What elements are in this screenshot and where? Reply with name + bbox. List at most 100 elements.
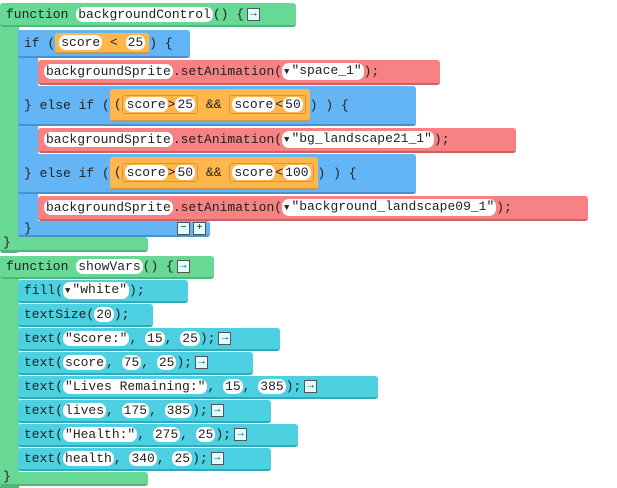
arrow-icon[interactable]: → (176, 260, 190, 273)
number-slot[interactable]: 100 (283, 164, 311, 180)
operator: < (275, 164, 284, 180)
argument-slot[interactable]: 385 (258, 379, 286, 394)
signature: () { (212, 6, 245, 22)
argument-slot[interactable]: 15 (223, 379, 243, 394)
remove-else-button[interactable]: − (177, 221, 190, 235)
argument-slot[interactable]: 25 (156, 355, 177, 370)
function-call: text( (24, 379, 64, 394)
argument-slot[interactable]: "Lives Remaining:" (63, 379, 208, 394)
comparison[interactable]: score < 100 (229, 162, 314, 182)
var-slot[interactable]: score (124, 96, 168, 112)
function-body-strip (0, 3, 19, 253)
animation-dropdown[interactable]: ▼"background_landscape09_1" (282, 199, 497, 216)
dropdown-icon[interactable]: ▼ (284, 67, 290, 77)
argument-slot[interactable]: "Score:" (63, 331, 130, 346)
brace: } (3, 235, 11, 250)
argument-slot[interactable]: ▼"white" (63, 282, 130, 299)
set-animation-block[interactable]: backgroundSprite.setAnimation(▼"backgrou… (38, 196, 588, 221)
argument-slot[interactable]: 385 (164, 403, 193, 418)
if-header[interactable]: if (score < 25) { (18, 30, 190, 58)
dropdown-icon[interactable]: ▼ (65, 286, 71, 296)
arrow-icon[interactable]: → (210, 452, 224, 465)
end: ); (433, 132, 450, 147)
else-if-header[interactable]: } else if ((score > 50 && score < 100) )… (18, 154, 416, 194)
sprite-slot[interactable]: backgroundSprite (44, 132, 173, 147)
argument-slot[interactable]: 15 (145, 331, 165, 346)
comparison[interactable]: score < 50 (229, 94, 306, 114)
function-call: text( (24, 427, 64, 442)
dropdown-icon[interactable]: ▼ (284, 135, 290, 145)
argument-slot[interactable]: "Health:" (63, 427, 138, 442)
end: ); (199, 331, 216, 346)
arrow-icon[interactable]: → (195, 356, 209, 369)
statement-block[interactable]: text("Score:", 15, 25); → (18, 328, 280, 351)
argument-value: 25 (158, 355, 175, 370)
arrow-icon[interactable]: → (234, 428, 248, 441)
var-slot[interactable]: score (232, 96, 276, 112)
animation-dropdown[interactable]: ▼"space_1" (282, 63, 364, 80)
argument-slot[interactable]: 340 (129, 451, 157, 466)
function-call: textSize( (24, 307, 95, 322)
animation-dropdown[interactable]: ▼"bg_landscape21_1" (282, 131, 434, 148)
add-else-button[interactable]: + (193, 221, 206, 235)
argument-slot[interactable]: 20 (94, 307, 114, 322)
end: ); (496, 200, 512, 215)
comparison[interactable]: score > 50 (121, 162, 199, 182)
number-slot[interactable]: 25 (175, 96, 196, 112)
argument-slot[interactable]: 25 (172, 451, 193, 466)
arrow-icon[interactable]: → (210, 404, 224, 417)
argument-slot[interactable]: lives (63, 403, 107, 418)
statement-block[interactable]: text(score, 75, 25); → (18, 352, 253, 375)
operator: < (110, 34, 118, 50)
method: .setAnimation( (172, 132, 283, 147)
sprite-slot[interactable]: backgroundSprite (44, 200, 173, 215)
function-header-showVars[interactable]: function showVars() {→ (0, 256, 214, 279)
end: ); (192, 403, 208, 418)
argument-slot[interactable]: 25 (195, 427, 216, 442)
function-header-backgroundControl[interactable]: function backgroundControl() {→ (0, 3, 296, 27)
argument-slot[interactable]: 175 (121, 403, 150, 418)
number-slot[interactable]: 50 (283, 96, 303, 112)
statement-block[interactable]: fill(▼"white"); (18, 280, 188, 303)
else-if-header[interactable]: } else if ((score > 25 && score < 50) ) … (18, 86, 416, 126)
and-condition[interactable]: (score > 50 && score < 100 (109, 156, 318, 190)
var-slot[interactable]: score (232, 164, 276, 180)
arrow-icon[interactable]: → (247, 7, 261, 21)
and-condition[interactable]: (score > 25 && score < 50 (109, 88, 310, 122)
argument-value: "Lives Remaining:" (65, 379, 206, 394)
dropdown-icon[interactable]: ▼ (284, 203, 290, 213)
argument-slot[interactable]: health (63, 451, 114, 466)
var-slot[interactable]: score (124, 164, 168, 180)
condition[interactable]: score < 25 (55, 32, 150, 54)
keyword: function (6, 259, 69, 274)
comma: , (242, 379, 259, 394)
comma: , (129, 331, 146, 346)
set-animation-block[interactable]: backgroundSprite.setAnimation(▼"space_1"… (38, 60, 440, 85)
end: ); (176, 355, 193, 370)
statement-block[interactable]: text("Health:", 275, 25); → (18, 424, 298, 447)
argument-slot[interactable]: 25 (180, 331, 200, 346)
value: "space_1" (291, 63, 362, 78)
arrow-icon[interactable]: → (218, 332, 232, 345)
function-call: text( (24, 331, 64, 346)
statement-block[interactable]: text("Lives Remaining:", 15, 385); → (18, 376, 378, 399)
number-slot[interactable]: 25 (125, 34, 146, 50)
argument-value: 340 (131, 451, 155, 466)
argument-slot[interactable]: score (63, 355, 107, 370)
comparison[interactable]: score > 25 (121, 94, 199, 114)
var-slot[interactable]: score (59, 34, 103, 50)
function-name[interactable]: showVars (76, 259, 143, 274)
statement-block[interactable]: text(health, 340, 25); → (18, 448, 271, 471)
if-keyword: if ( (24, 35, 56, 51)
arrow-icon[interactable]: → (304, 380, 318, 393)
number-slot[interactable]: 50 (175, 164, 196, 180)
argument-slot[interactable]: 275 (152, 427, 181, 442)
function-name[interactable]: backgroundControl (76, 6, 213, 22)
sprite-slot[interactable]: backgroundSprite (44, 64, 173, 79)
function-call: text( (24, 355, 64, 370)
method: .setAnimation( (172, 200, 283, 215)
statement-block[interactable]: text(lives, 175, 385); → (18, 400, 271, 423)
statement-block[interactable]: textSize(20); (18, 304, 153, 327)
set-animation-block[interactable]: backgroundSprite.setAnimation(▼"bg_lands… (38, 128, 516, 153)
argument-slot[interactable]: 75 (121, 355, 142, 370)
